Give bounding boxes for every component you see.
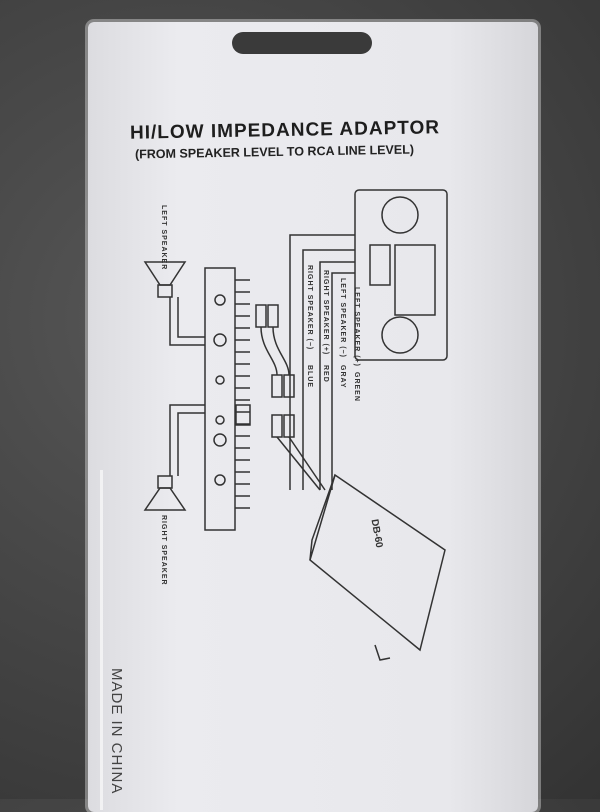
wire-color-blue: BLUE bbox=[306, 365, 313, 389]
left-speaker-icon bbox=[143, 261, 187, 298]
amplifier-icon bbox=[204, 267, 251, 531]
origin-label: MADE IN CHINA bbox=[108, 668, 125, 795]
wire-label-left-plus: LEFT SPEAKER (+) bbox=[353, 287, 360, 367]
wire-color-gray: GRAY bbox=[339, 365, 346, 389]
wire-label-right-plus: RIGHT SPEAKER (+) bbox=[322, 270, 329, 356]
car-radio-icon bbox=[354, 189, 448, 361]
right-speaker-icon bbox=[143, 475, 187, 511]
right-speaker-label: RIGHT SPEAKER bbox=[160, 515, 167, 586]
plastic-blister bbox=[100, 470, 543, 810]
left-speaker-label: LEFT SPEAKER bbox=[160, 205, 167, 271]
wire-color-green: GREEN bbox=[353, 372, 360, 402]
wire-color-red: RED bbox=[322, 365, 329, 383]
wire-label-left-minus: LEFT SPEAKER (−) bbox=[339, 278, 346, 358]
speaker-level-wires bbox=[289, 234, 355, 490]
package-card bbox=[88, 22, 538, 812]
wire-label-right-minus: RIGHT SPEAKER (−) bbox=[306, 265, 313, 351]
hang-hole bbox=[232, 32, 372, 54]
rca-connectors bbox=[255, 304, 326, 491]
db60-adaptor-icon bbox=[309, 473, 446, 661]
right-speaker-wire bbox=[169, 404, 205, 476]
left-speaker-wire bbox=[169, 297, 205, 346]
